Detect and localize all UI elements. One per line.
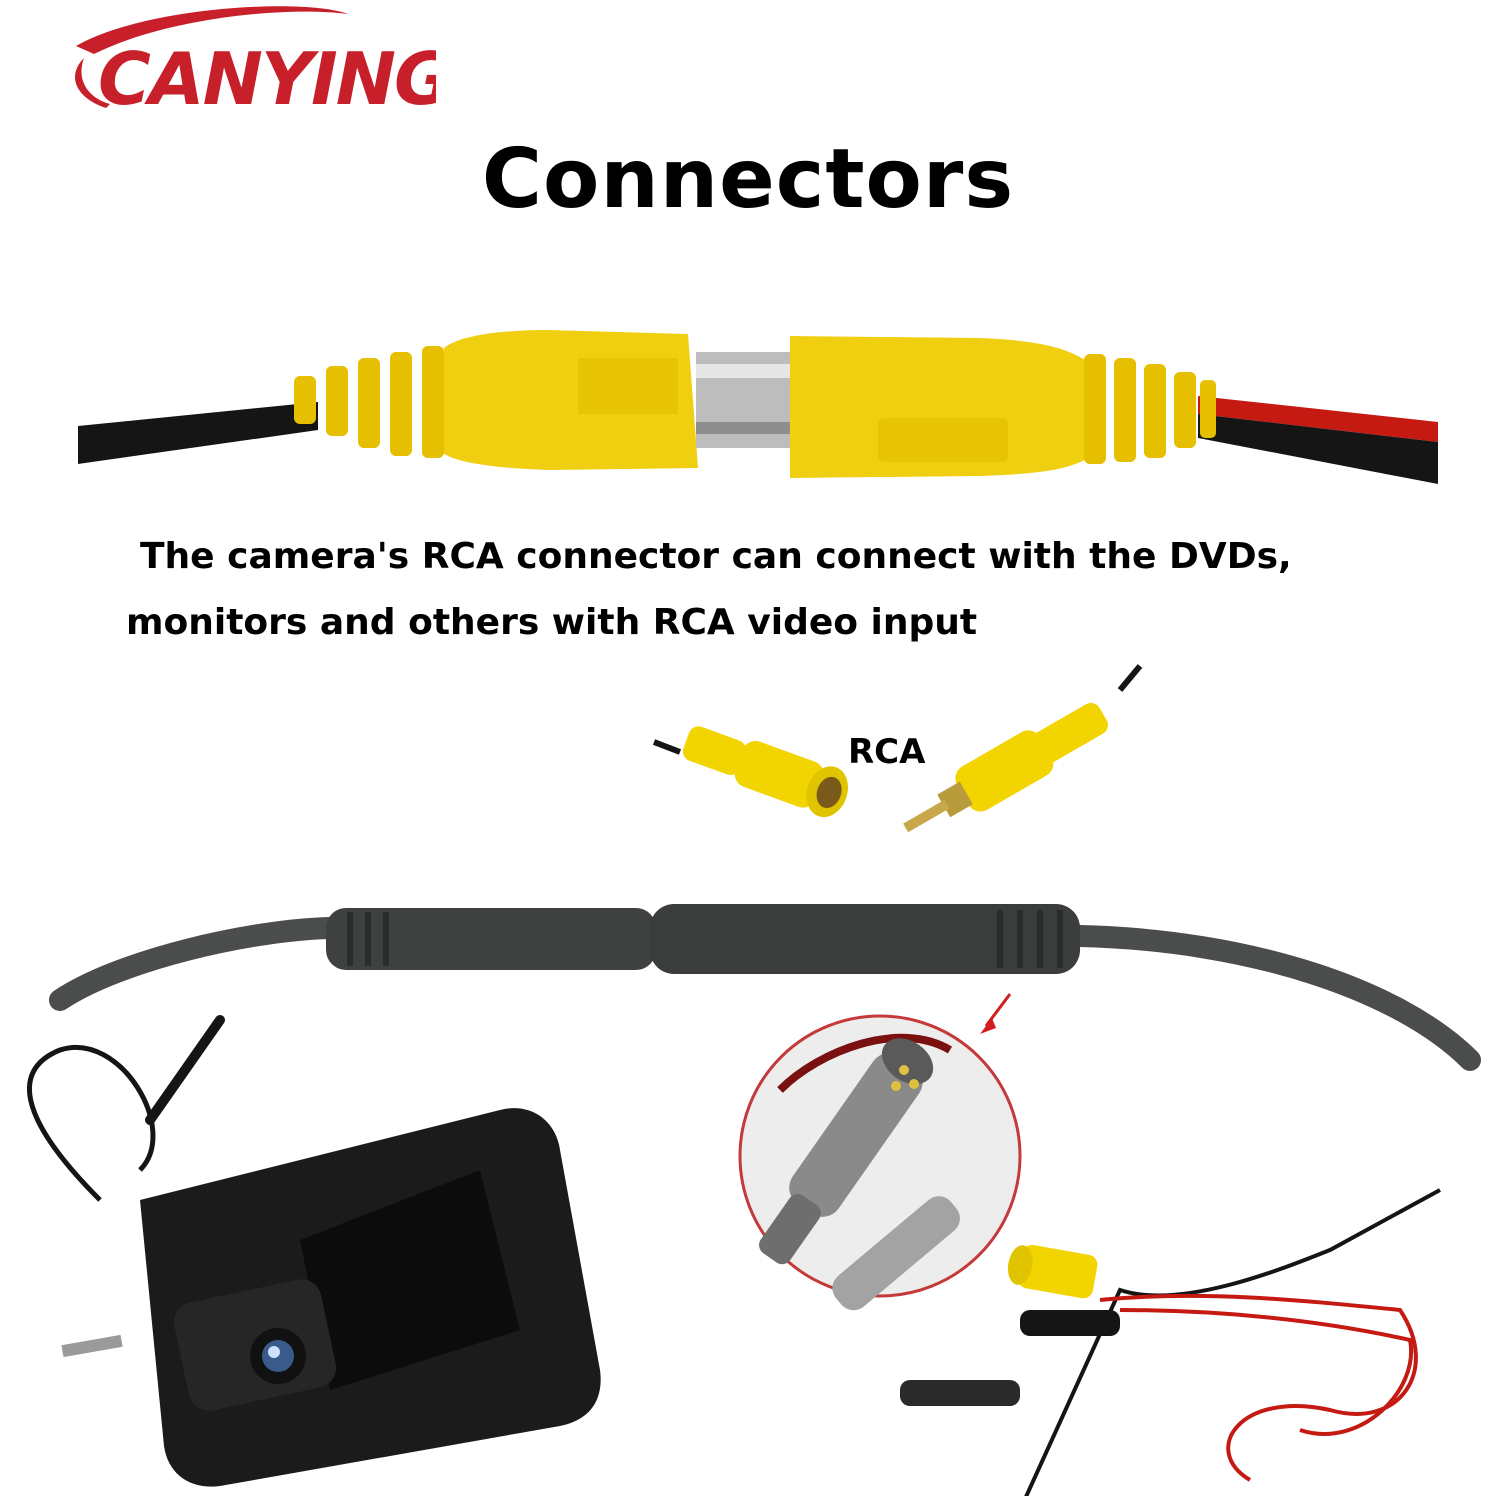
svg-text:CANYING: CANYING <box>98 37 436 116</box>
canying-logo: CANYING <box>75 6 436 116</box>
rca-connector-closeup <box>78 330 1438 484</box>
page-title: Connectors <box>481 132 1015 227</box>
camera-kit-photo <box>26 904 1481 1496</box>
rca-plugs-illustration <box>652 664 1143 833</box>
description-line-1: The camera's RCA connector can connect w… <box>140 536 1292 577</box>
description-line-2: monitors and others with RCA video input <box>126 602 978 643</box>
rca-label: RCA <box>848 732 926 772</box>
